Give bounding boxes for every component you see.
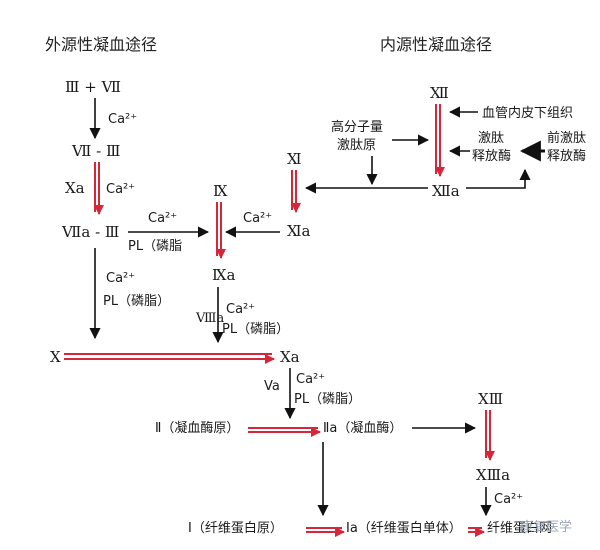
label-pl-3: PL（磷脂） bbox=[222, 322, 289, 337]
watermark: 康复医学 bbox=[520, 519, 572, 535]
node-fibrin-polymer: 纤维蛋白网 bbox=[487, 520, 552, 536]
node-xiii: ⅩⅢ bbox=[478, 390, 503, 408]
label-kallikrein-line2: 释放酶 bbox=[472, 148, 511, 164]
label-ca-6: Ca²⁺ bbox=[226, 302, 255, 317]
label-ca-1: Ca²⁺ bbox=[108, 112, 137, 127]
intrinsic-pathway-title: 内源性凝血途径 bbox=[380, 35, 492, 54]
label-kallikrein-line1: 激肽 bbox=[478, 131, 504, 146]
extrinsic-pathway-title: 外源性凝血途径 bbox=[45, 35, 157, 54]
node-fibrinogen: Ⅰ（纤维蛋白原） bbox=[188, 520, 283, 536]
node-xi: Ⅺ bbox=[287, 150, 302, 168]
node-viia-iii: Ⅶa - Ⅲ bbox=[61, 223, 119, 241]
node-xa-left: Ⅹa bbox=[65, 179, 85, 197]
label-pl-4: PL（磷脂） bbox=[294, 392, 361, 407]
node-xia: Ⅺa bbox=[287, 222, 311, 240]
label-va: Va bbox=[264, 379, 280, 394]
label-ca-2: Ca²⁺ bbox=[106, 182, 135, 197]
node-xii: Ⅻ bbox=[430, 84, 449, 102]
node-x: Ⅹ bbox=[50, 348, 61, 366]
label-pl-2: PL（磷脂） bbox=[103, 294, 170, 309]
node-vii-iii: Ⅶ - Ⅲ bbox=[71, 142, 120, 160]
node-ixa: Ⅸa bbox=[212, 266, 235, 284]
label-pl-1: PL（磷脂 bbox=[128, 239, 182, 254]
label-ca-4: Ca²⁺ bbox=[106, 271, 135, 286]
node-xiia: Ⅻa bbox=[432, 182, 460, 200]
node-viiia: Ⅷa bbox=[195, 311, 224, 326]
node-xiiia: ⅩⅢa bbox=[476, 466, 510, 484]
arrow-xiia-feedback-to-kallikrein bbox=[466, 168, 531, 189]
label-ca-7: Ca²⁺ bbox=[296, 372, 325, 387]
label-ca-5: Ca²⁺ bbox=[243, 211, 272, 226]
node-fibrin-monomer: Ⅰa（纤维蛋白单体） bbox=[346, 520, 462, 536]
node-thrombin: Ⅱa（凝血酶） bbox=[323, 420, 402, 436]
label-subendothelium: 血管内皮下组织 bbox=[482, 105, 573, 121]
label-ca-3: Ca²⁺ bbox=[148, 211, 177, 226]
node-ix: Ⅸ bbox=[213, 182, 228, 200]
node-prothrombin: Ⅱ（凝血酶原） bbox=[155, 420, 239, 436]
label-prekallikrein-line1: 前激肽 bbox=[547, 130, 586, 146]
label-prekallikrein-line2: 释放酶 bbox=[547, 148, 586, 164]
label-ca-8: Ca²⁺ bbox=[494, 492, 523, 507]
label-hmwk-line2: 激肽原 bbox=[337, 138, 376, 153]
node-xa: Ⅹa bbox=[280, 348, 300, 366]
node-iii-plus-vii: Ⅲ + Ⅶ bbox=[65, 78, 121, 96]
label-hmwk-line1: 高分子量 bbox=[331, 119, 383, 135]
